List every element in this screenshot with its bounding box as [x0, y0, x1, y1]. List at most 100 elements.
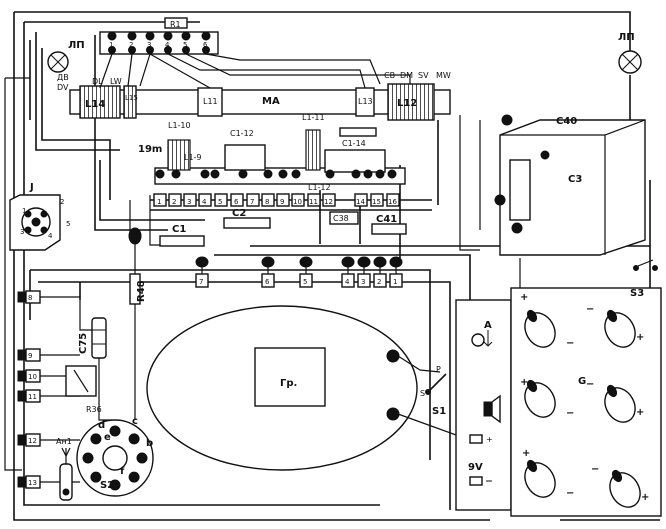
bottom-pin: 3 [357, 256, 371, 288]
board-solder-dot [363, 169, 373, 179]
s2-contact [128, 433, 140, 445]
board-pin-label: 4 [202, 198, 207, 206]
left-pin-label: 12 [28, 437, 37, 445]
coil-l14-label: L14 [85, 99, 105, 110]
switch-s3: S3 [630, 259, 658, 299]
s2-letter-b: b [146, 438, 153, 449]
g-label: G [578, 376, 586, 387]
board-pin-label: 2 [172, 198, 176, 206]
coil-l12-label: L12 [397, 98, 417, 109]
left-pin-label: 11 [28, 393, 37, 401]
c3-label: C3 [568, 174, 582, 185]
lamp-right-label: ЛП [618, 32, 635, 43]
board-solder-dot [387, 169, 397, 179]
bottom-pin: 6 [261, 256, 275, 288]
cell-minus: − [566, 338, 574, 349]
bottom-pin-label: 5 [303, 278, 307, 286]
board-pin: 14 [354, 193, 368, 207]
c1-12-label: C1-12 [230, 129, 254, 138]
an1-label: Ан1 [56, 437, 72, 446]
left-pin-label: 8 [28, 294, 32, 302]
bottom-pin: 1 [389, 256, 403, 288]
board-pin: 9 [276, 193, 290, 207]
speaker-label: Гр. [280, 378, 297, 389]
board-pin-label: 11 [309, 198, 318, 206]
board-pin: 16 [386, 193, 400, 207]
tuning-capacitor: C40 C3 [494, 114, 646, 256]
battery-area: A + 9V ++−−++−−++−− G [455, 287, 662, 517]
battery-cell: ++−− [520, 292, 644, 349]
board-solder-dot [278, 169, 288, 179]
top-pin: 3 [145, 31, 155, 54]
board-pin: 11 [307, 193, 321, 207]
left-pin: 12 [17, 433, 80, 447]
c2-label: C2 [232, 208, 246, 219]
board-pin-label: 6 [234, 198, 239, 206]
a-label: A [484, 320, 492, 331]
s2-label: S2 [100, 480, 114, 491]
band-sv-label: SV [418, 71, 429, 80]
cell-plus: + [641, 492, 649, 503]
board-pin: 7 [246, 193, 260, 207]
board-pin-label: 7 [250, 198, 254, 206]
battery-cell: ++−− [520, 377, 644, 423]
board-solder-dot [291, 169, 301, 179]
bottom-pin: 2 [373, 256, 387, 288]
bottom-pin: 5 [299, 256, 313, 288]
top-pins: 1 2 3 4 5 6 [107, 31, 211, 54]
jack-j: J 1 2 3 4 5 [9, 182, 70, 251]
s2-letter-d: d [98, 420, 105, 431]
cell-plus: + [520, 377, 528, 388]
bottom-pin-label: 2 [377, 278, 381, 286]
jack-pin-1: 1 [22, 207, 26, 215]
ferrite-antenna: L14 L15 L11 MA L13 L12 ДВ DV DL LW CB DM… [57, 53, 451, 121]
s2-contact [128, 471, 140, 483]
bottom-pin-label: 4 [345, 278, 350, 286]
c75-r36: C75 R36 [65, 317, 112, 421]
c38-label: C38 [333, 214, 349, 223]
band-dv-label: ДВ [57, 73, 69, 82]
r36-label: R36 [86, 405, 102, 414]
battery-cell: ++−− [522, 448, 649, 508]
circuit-board: L1-10 C1-12 L1-11 C1-14 19m L1-9 L1-12 [138, 113, 406, 192]
top-pin-label: 1 [109, 41, 113, 49]
c40-label: C40 [556, 116, 577, 127]
band-lw-label: LW [110, 77, 122, 86]
board-pin: 4 [198, 193, 212, 207]
cell-plus: + [522, 448, 530, 459]
top-pin-label: 2 [129, 41, 133, 49]
board-pin: 2 [168, 193, 182, 207]
top-pin-label: 5 [183, 41, 187, 49]
board-pin-label: 14 [356, 198, 365, 206]
c1-14-label: C1-14 [342, 139, 366, 148]
cell-plus: + [636, 407, 644, 418]
cell-plus: + [520, 292, 528, 303]
l1-12-label: L1-12 [308, 183, 331, 192]
top-pin-label: 4 [165, 41, 170, 49]
resistor-r48: R48 [128, 227, 147, 420]
top-pin-label: 6 [203, 41, 208, 49]
board-solder-dot [263, 169, 273, 179]
left-pin: 13 [17, 475, 80, 489]
lamp-left: ЛП [47, 40, 85, 73]
cell-minus: − [586, 379, 594, 390]
board-pin: 3 [183, 193, 197, 207]
left-pin-label: 9 [28, 352, 32, 360]
s3-label: S3 [630, 288, 644, 299]
board-pin-label: 9 [280, 198, 284, 206]
lamp-right: ЛП [618, 32, 642, 74]
coil-l11-label: L11 [203, 97, 218, 106]
bottom-pin-label: 1 [393, 278, 397, 286]
top-pin: 6 [201, 31, 211, 54]
board-pin: 10 [291, 193, 305, 207]
jack-pin-4: 4 [48, 232, 53, 240]
board-pin: 1 [153, 193, 167, 207]
board-pin-label: 12 [324, 198, 333, 206]
top-pin: 4 [163, 31, 173, 54]
board-solder-dot [238, 169, 248, 179]
bottom-pin-label: 7 [199, 278, 203, 286]
